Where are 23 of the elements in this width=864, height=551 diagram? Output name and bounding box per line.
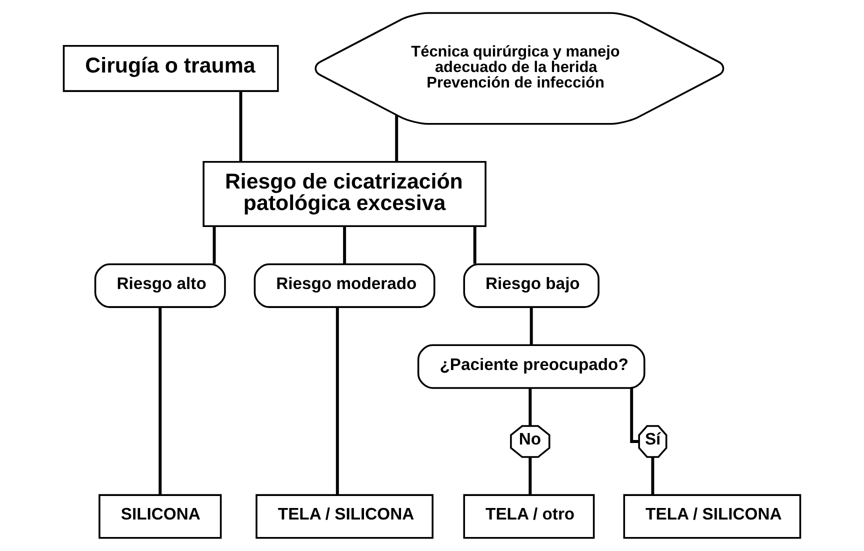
node-box: TELA / SILICONA: [623, 494, 802, 539]
node-box: Riesgo moderado: [254, 263, 436, 308]
connector: [528, 388, 532, 426]
connector: [530, 307, 533, 345]
connector: [395, 115, 398, 162]
connector: [630, 388, 639, 444]
node-ellipse: Técnica quirúrgica y manejo adecuado de la herida Prevención de infección: [314, 12, 724, 125]
node-box: TELA / otro: [463, 494, 595, 539]
connector: [343, 226, 346, 264]
connector: [239, 91, 242, 162]
connector: [336, 307, 339, 495]
node-box: Cirugía o trauma: [62, 44, 279, 92]
node-box: ¿Paciente preocupado?: [417, 344, 646, 389]
connector: [473, 226, 476, 264]
connector: [528, 457, 532, 495]
node-box: Riesgo alto: [94, 263, 226, 308]
connector: [212, 226, 216, 264]
connector: [158, 307, 162, 495]
connector: [651, 457, 654, 495]
node-box: Riesgo de cicatrización patológica excesiva: [202, 161, 486, 228]
node-box: TELA / SILICONA: [256, 494, 434, 539]
node-box: SILICONA: [98, 494, 222, 539]
node-box: Riesgo bajo: [463, 263, 600, 308]
